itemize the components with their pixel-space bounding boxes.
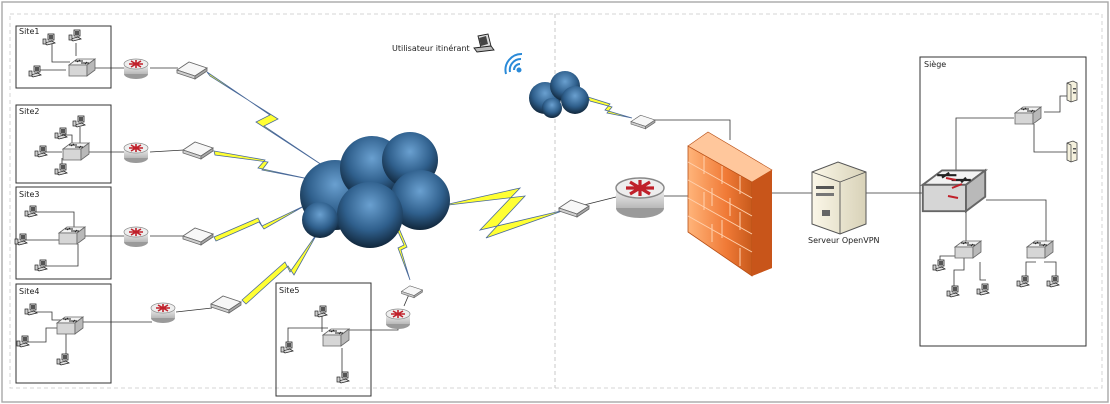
workstation-icon: [68, 29, 82, 42]
workstation-icon: [56, 353, 70, 366]
network-switch-icon: [56, 316, 84, 335]
site5-group: Site5: [275, 282, 399, 397]
workstation-icon: [24, 303, 38, 316]
router-icon: [123, 142, 149, 164]
workstation-icon: [336, 371, 350, 384]
roaming-user: Utilisateur itinérant: [392, 33, 523, 75]
server-icon: [1066, 80, 1078, 103]
workstation-icon: [34, 145, 48, 158]
core-switch-icon: [921, 169, 987, 213]
network-switch-icon: [1014, 106, 1042, 125]
workstation-icon: [976, 283, 990, 296]
modem-icon: [558, 199, 590, 218]
site4-label: Site4: [19, 287, 39, 296]
workstation-icon: [946, 285, 960, 298]
workstation-icon: [1016, 275, 1030, 288]
siege-label: Siège: [924, 59, 946, 69]
network-switch-icon: [1026, 240, 1054, 259]
firewall-icon: [687, 131, 773, 277]
lightning-link-roaming: [587, 96, 633, 119]
modem-icon: [176, 61, 208, 80]
network-switch-icon: [62, 142, 90, 161]
workstation-icon: [54, 163, 68, 176]
site4-group: Site4: [15, 283, 152, 384]
lightning-link-site4: [241, 231, 319, 305]
workstation-icon: [54, 127, 68, 140]
workstation-icon: [34, 259, 48, 272]
site1-label: Site1: [19, 27, 39, 36]
lightning-link-site3: [213, 204, 307, 242]
server-icon: [1066, 140, 1078, 163]
site-edge-devices: [123, 58, 423, 330]
hq-edge: Serveur OpenVPN: [558, 114, 924, 277]
router-icon: [150, 302, 176, 324]
roaming-cloud-icon: [529, 71, 589, 118]
workstation-icon: [1046, 275, 1060, 288]
modem-icon: [182, 227, 214, 246]
workstation-icon: [28, 65, 42, 78]
site5-label: Site5: [279, 286, 299, 295]
vpn-server-label: Serveur OpenVPN: [808, 236, 880, 245]
modem-icon: [630, 114, 656, 130]
network-switch-icon: [954, 240, 982, 259]
lightning-link-site2: [213, 150, 315, 181]
laptop-icon: [473, 33, 495, 53]
workstation-icon: [314, 305, 328, 318]
modem-icon: [401, 285, 423, 298]
router-icon: [123, 226, 149, 248]
workstation-icon: [280, 341, 294, 354]
site2-label: Site2: [19, 107, 39, 116]
wifi-icon: [504, 52, 523, 75]
site2-group: Site2: [15, 104, 126, 184]
router-icon: [385, 308, 411, 330]
lightning-link-site1: [206, 71, 323, 166]
workstation-icon: [24, 205, 38, 218]
internet-cloud-icon: [300, 132, 450, 248]
workstation-icon: [72, 115, 86, 128]
workstation-icon: [932, 259, 946, 272]
diagram-area: [9, 13, 1103, 389]
site3-label: Site3: [19, 190, 39, 199]
router-icon: [123, 58, 149, 80]
modem-icon: [182, 141, 214, 160]
workstation-icon: [16, 335, 30, 348]
siege-group: Siège: [919, 56, 1087, 347]
workstation-icon: [14, 233, 28, 246]
network-switch-icon: [58, 226, 86, 245]
router-icon: [614, 176, 666, 220]
wan-links: [206, 71, 633, 305]
modem-icon: [210, 295, 242, 314]
site3-group: Site3: [14, 186, 126, 280]
lightning-link-hq: [439, 187, 566, 239]
workstation-icon: [42, 33, 56, 46]
network-switch-icon: [322, 328, 350, 347]
network-switch-icon: [68, 58, 96, 77]
site1-group: Site1: [15, 25, 125, 89]
roaming-user-label: Utilisateur itinérant: [392, 43, 470, 53]
server-icon: [811, 161, 867, 235]
